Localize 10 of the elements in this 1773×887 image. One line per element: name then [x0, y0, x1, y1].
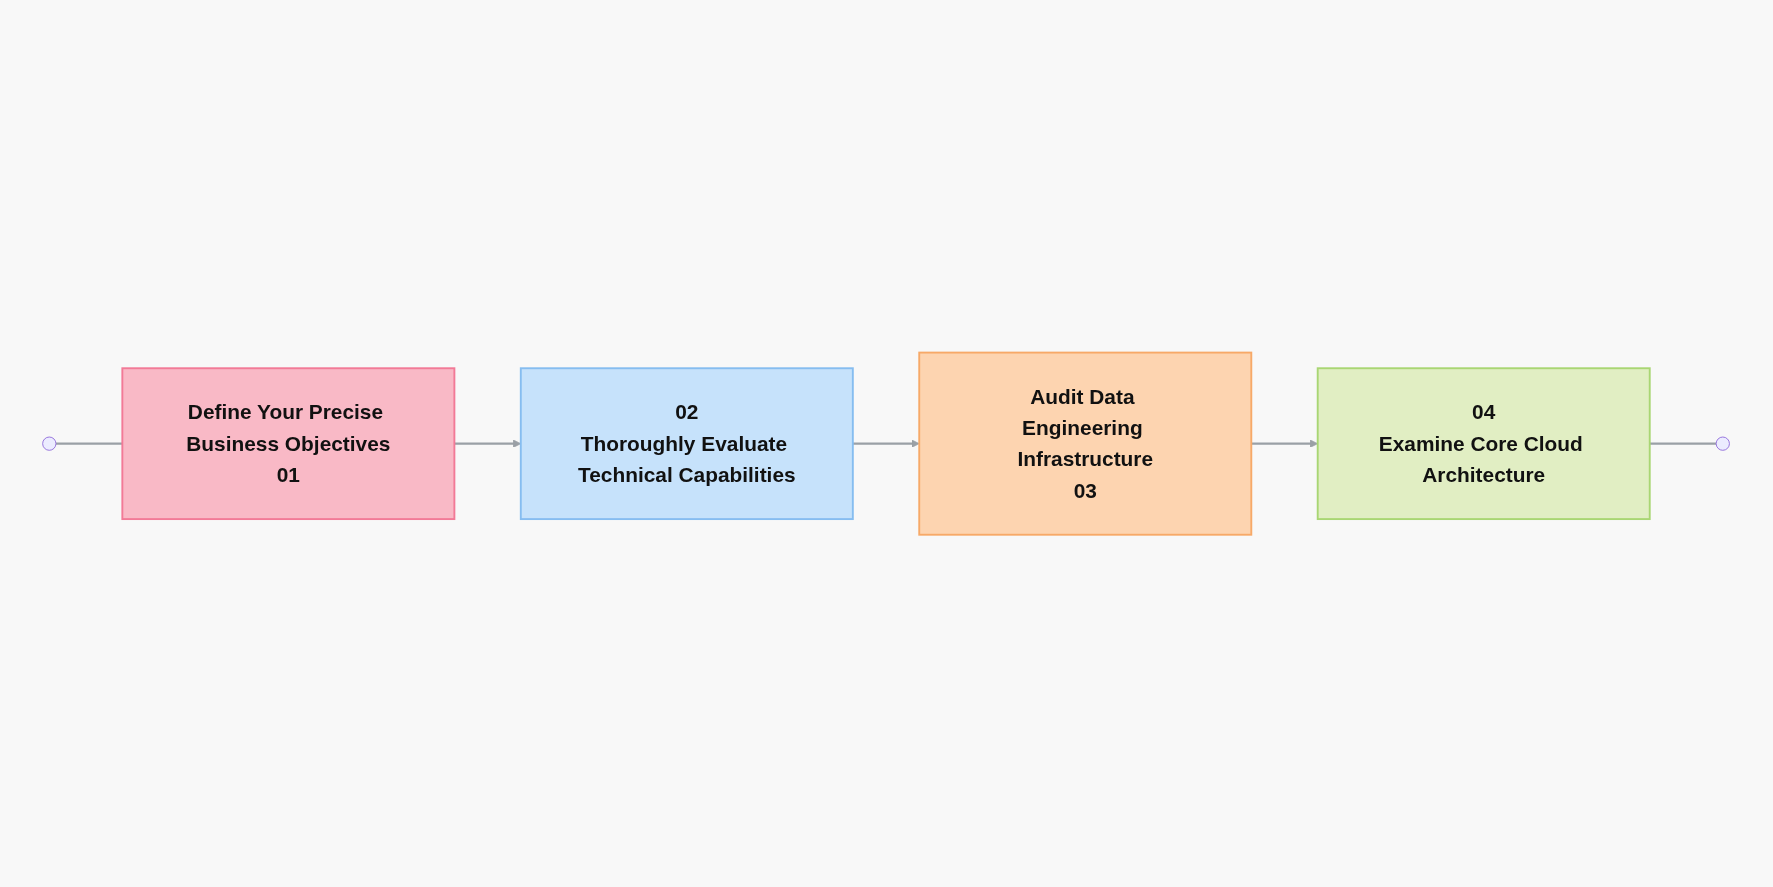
node-box: Define Your Precise Business Objectives 01: [121, 367, 456, 520]
connector: [1650, 442, 1717, 445]
node-box: Audit Data Engineering Infrastructure 03: [918, 351, 1253, 536]
node-box: 02 Thoroughly Evaluate Technical Capabilities: [520, 367, 855, 520]
arrow: [1251, 439, 1319, 448]
node-circle: [1716, 436, 1731, 451]
node-circle: [42, 436, 57, 451]
node-box: 04 Examine Core Cloud Architecture: [1317, 367, 1652, 520]
arrow: [454, 439, 522, 448]
connector: [56, 442, 123, 445]
